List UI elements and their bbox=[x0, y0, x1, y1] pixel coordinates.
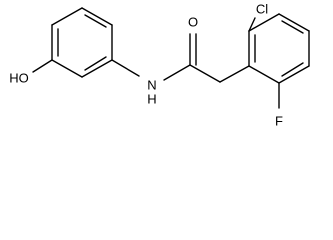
bond bbox=[51, 59, 83, 78]
bond-ring-n bbox=[111, 59, 140, 77]
atom-label-fluorine: F bbox=[275, 114, 283, 129]
double-bond-inner bbox=[281, 20, 304, 34]
atom-label-amide-hydrogen: H bbox=[147, 92, 156, 107]
chemical-structure-diagram: HO N H O Cl F bbox=[9, 2, 310, 129]
double-bond-inner bbox=[84, 56, 107, 71]
bond-n-c bbox=[163, 64, 191, 81]
chlorofluorophenyl-ring bbox=[248, 13, 310, 84]
phenol-ring bbox=[51, 7, 113, 78]
bond bbox=[81, 59, 113, 78]
atom-label-hydroxyl: HO bbox=[9, 71, 29, 86]
atom-label-chlorine: Cl bbox=[256, 2, 268, 17]
double-bond-inner bbox=[281, 62, 304, 77]
bond-c-cl bbox=[248, 17, 256, 32]
bond bbox=[81, 7, 113, 26]
atom-label-nitrogen: N bbox=[147, 78, 156, 93]
bond bbox=[51, 7, 83, 26]
bond-ch2-ring bbox=[219, 65, 250, 83]
bond bbox=[278, 13, 310, 32]
bond bbox=[248, 13, 280, 32]
bond-c-ch2 bbox=[189, 64, 221, 83]
bond bbox=[278, 65, 310, 84]
bond-c-oh bbox=[32, 59, 53, 73]
bond bbox=[248, 65, 280, 84]
atom-label-carbonyl-oxygen: O bbox=[188, 15, 198, 30]
double-bond-inner bbox=[84, 14, 107, 28]
